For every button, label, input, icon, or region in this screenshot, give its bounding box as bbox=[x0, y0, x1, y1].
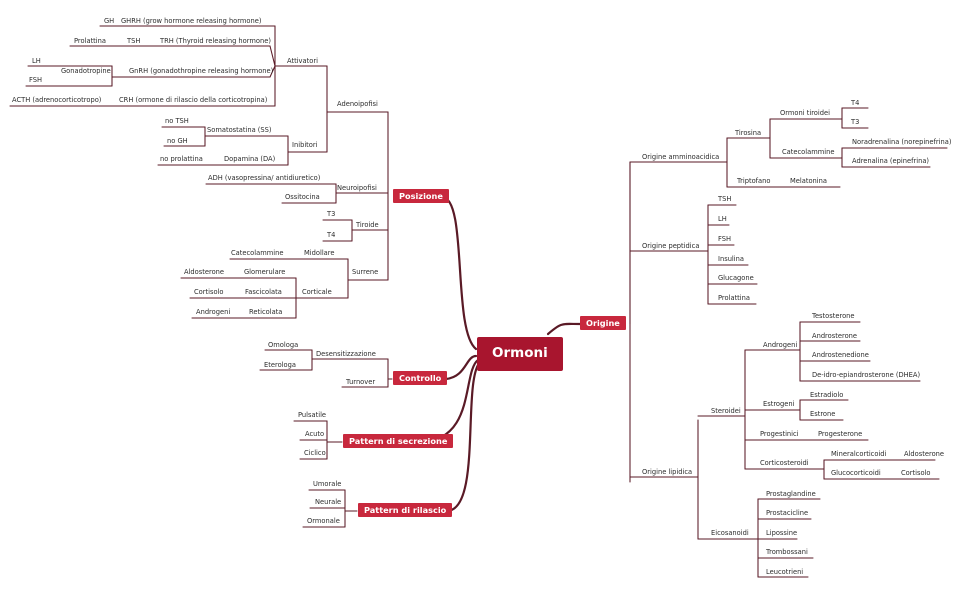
node-adh[interactable]: ADH (vasopressina/ antidiuretico) bbox=[208, 174, 321, 182]
node-prolattina-right[interactable]: Prolattina bbox=[718, 294, 751, 302]
node-estrone[interactable]: Estrone bbox=[810, 410, 836, 418]
node-eicosanoidi[interactable]: Eicosanoidi bbox=[711, 529, 749, 537]
node-crh[interactable]: CRH (ormone di rilascio della corticotro… bbox=[119, 96, 268, 104]
node-catecolammine[interactable]: Catecolammine bbox=[231, 249, 284, 257]
node-neuroipofisi[interactable]: Neuroipofisi bbox=[337, 184, 377, 192]
node-corticale[interactable]: Corticale bbox=[302, 288, 332, 296]
link-root-pattern-rilascio bbox=[445, 360, 482, 513]
node-aldosterone[interactable]: Aldosterone bbox=[184, 268, 225, 276]
node-t4-right[interactable]: T4 bbox=[851, 99, 860, 107]
branch-posizione[interactable]: Posizione bbox=[393, 189, 449, 204]
node-glomerulare[interactable]: Glomerulare bbox=[244, 268, 286, 276]
node-androstenedione[interactable]: Androstenedione bbox=[812, 351, 869, 359]
node-lh-right[interactable]: LH bbox=[718, 215, 727, 223]
link-root-posizione bbox=[440, 195, 478, 351]
node-triptofano[interactable]: Triptofano bbox=[737, 177, 771, 185]
node-umorale[interactable]: Umorale bbox=[313, 480, 342, 488]
node-reticolata[interactable]: Reticolata bbox=[249, 308, 283, 316]
node-fascicolata[interactable]: Fascicolata bbox=[245, 288, 282, 296]
node-no-tsh[interactable]: no TSH bbox=[165, 117, 189, 125]
node-testosterone[interactable]: Testosterone bbox=[812, 312, 855, 320]
node-lipossine[interactable]: Lipossine bbox=[766, 529, 798, 537]
node-ciclico[interactable]: Ciclico bbox=[304, 449, 326, 457]
node-androsterone[interactable]: Androsterone bbox=[812, 332, 858, 340]
node-prostaglandine[interactable]: Prostaglandine bbox=[766, 490, 816, 498]
node-desensitizzazione[interactable]: Desensitizzazione bbox=[316, 350, 376, 358]
link-posizione-8 bbox=[269, 45, 276, 67]
node-steroidei[interactable]: Steroidei bbox=[711, 407, 741, 415]
node-androgeni-right[interactable]: Androgeni bbox=[763, 341, 798, 349]
branch-pattern-secrezione[interactable]: Pattern di secrezione bbox=[343, 434, 454, 449]
node-adrenalina[interactable]: Adrenalina (epinefrina) bbox=[852, 157, 930, 165]
node-catecolammine-right[interactable]: Catecolammine bbox=[782, 148, 835, 156]
node-no-prolattina[interactable]: no prolattina bbox=[160, 155, 203, 163]
node-lh[interactable]: LH bbox=[32, 57, 41, 65]
node-t3[interactable]: T3 bbox=[327, 210, 336, 218]
node-inibitori[interactable]: Inibitori bbox=[292, 141, 318, 149]
node-gnrh[interactable]: GnRH (gonadothropine releasing hormone) bbox=[129, 67, 274, 75]
node-ossitocina[interactable]: Ossitocina bbox=[285, 193, 320, 201]
node-insulina[interactable]: Insulina bbox=[718, 255, 744, 263]
node-ghrh[interactable]: GHRH (grow hormone releasing hormone) bbox=[121, 17, 262, 25]
node-fsh[interactable]: FSH bbox=[29, 76, 43, 84]
node-ormonale[interactable]: Ormonale bbox=[307, 517, 340, 525]
node-t3-right[interactable]: T3 bbox=[851, 118, 860, 126]
branch-controllo[interactable]: Controllo bbox=[393, 371, 448, 386]
node-origine-amminoacidica[interactable]: Origine amminoacidica bbox=[642, 153, 720, 161]
node-origine-peptidica[interactable]: Origine peptidica bbox=[642, 242, 700, 250]
node-aldosterone-right[interactable]: Aldosterone bbox=[904, 450, 945, 458]
node-acuto[interactable]: Acuto bbox=[305, 430, 325, 438]
link-posizione-9 bbox=[269, 65, 276, 78]
branch-pattern-rilascio[interactable]: Pattern di rilascio bbox=[358, 503, 453, 518]
link-root-origine bbox=[546, 322, 582, 336]
node-cortisolo-right[interactable]: Cortisolo bbox=[901, 469, 931, 477]
node-progesterone[interactable]: Progesterone bbox=[818, 430, 863, 438]
node-no-gh[interactable]: no GH bbox=[167, 137, 188, 145]
node-trh[interactable]: TRH (Thyroid releasing hormone) bbox=[160, 37, 271, 45]
node-attivatori[interactable]: Attivatori bbox=[287, 57, 318, 65]
node-adenoipofisi[interactable]: Adenoipofisi bbox=[337, 100, 378, 108]
node-t4[interactable]: T4 bbox=[327, 231, 336, 239]
node-dhea[interactable]: De-idro-epiandrosterone (DHEA) bbox=[812, 371, 921, 379]
node-progestinici[interactable]: Progestinici bbox=[760, 430, 799, 438]
node-tiroide[interactable]: Tiroide bbox=[356, 221, 379, 229]
node-origine-lipidica[interactable]: Origine lipidica bbox=[642, 468, 693, 476]
node-leucotrieni[interactable]: Leucotrieni bbox=[766, 568, 804, 576]
node-estrogeni[interactable]: Estrogeni bbox=[763, 400, 795, 408]
node-surrene[interactable]: Surrene bbox=[352, 268, 379, 276]
node-omologa[interactable]: Omologa bbox=[268, 341, 299, 349]
node-androgeni[interactable]: Androgeni bbox=[196, 308, 231, 316]
node-fsh-right[interactable]: FSH bbox=[718, 235, 732, 243]
node-prostacicline[interactable]: Prostacicline bbox=[766, 509, 809, 517]
node-tsh-right[interactable]: TSH bbox=[718, 195, 732, 203]
node-cortisolo[interactable]: Cortisolo bbox=[194, 288, 224, 296]
node-pulsatile[interactable]: Pulsatile bbox=[298, 411, 327, 419]
node-turnover[interactable]: Turnover bbox=[346, 378, 376, 386]
node-eterologa[interactable]: Eterologa bbox=[264, 361, 296, 369]
node-tsh[interactable]: TSH bbox=[127, 37, 141, 45]
node-somatostatina[interactable]: Somatostatina (SS) bbox=[207, 126, 272, 134]
link-root-controllo bbox=[444, 354, 478, 381]
node-corticosteroidi[interactable]: Corticosteroidi bbox=[760, 459, 809, 467]
node-mineralcorticoidi[interactable]: Mineralcorticoidi bbox=[831, 450, 887, 458]
root-node-ormoni[interactable]: Ormoni bbox=[477, 337, 563, 371]
node-acth[interactable]: ACTH (adrenocorticotropo) bbox=[12, 96, 102, 104]
node-neurale[interactable]: Neurale bbox=[315, 498, 342, 506]
node-gh[interactable]: GH bbox=[104, 17, 115, 25]
node-estradiolo[interactable]: Estradiolo bbox=[810, 391, 844, 399]
branch-origine[interactable]: Origine bbox=[580, 316, 626, 331]
node-gonadotropine[interactable]: Gonadotropine bbox=[61, 67, 111, 75]
node-melatonina[interactable]: Melatonina bbox=[790, 177, 827, 185]
node-glucocorticoidi[interactable]: Glucocorticoidi bbox=[831, 469, 881, 477]
node-prolattina[interactable]: Prolattina bbox=[74, 37, 107, 45]
node-ormoni-tiroidei[interactable]: Ormoni tiroidei bbox=[780, 109, 830, 117]
node-glucagone[interactable]: Glucagone bbox=[718, 274, 754, 282]
node-midollare[interactable]: Midollare bbox=[304, 249, 335, 257]
node-dopamina[interactable]: Dopamina (DA) bbox=[224, 155, 276, 163]
node-tirosina[interactable]: Tirosina bbox=[735, 129, 762, 137]
node-trombossani[interactable]: Trombossani bbox=[766, 548, 808, 556]
node-noradrenalina[interactable]: Noradrenalina (norepinefrina) bbox=[852, 138, 952, 146]
